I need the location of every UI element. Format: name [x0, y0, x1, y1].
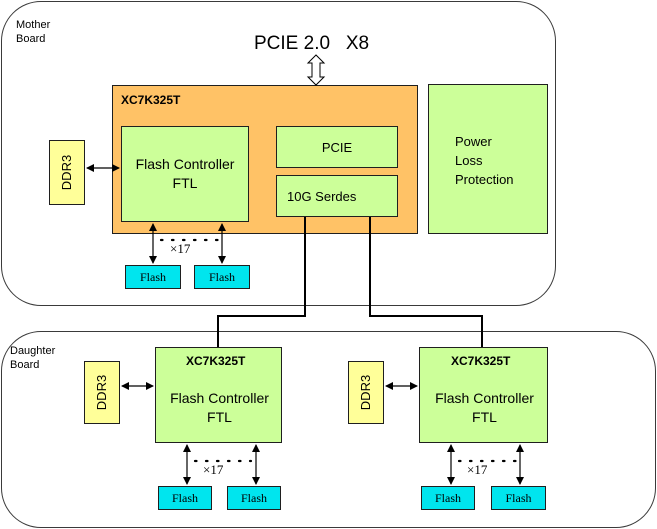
- mother-pcie-block: PCIE: [276, 126, 398, 168]
- daughter-1-flash-left: Flash: [158, 486, 212, 510]
- daughter-1-flash-multiplier: ×17: [203, 462, 224, 477]
- daughter-2-flash-right: Flash: [491, 486, 546, 510]
- daughter-ddr3-1: DDR3: [84, 361, 120, 424]
- daughter-fpga-2: XC7K325T Flash Controller FTL: [419, 347, 548, 443]
- mother-flash-right: Flash: [194, 265, 250, 289]
- pcie-bus-arrow: [306, 54, 326, 86]
- power-loss-protection-block: Power Loss Protection: [428, 84, 548, 234]
- mother-serdes-block: 10G Serdes: [276, 175, 398, 217]
- pcie-bus-label: PCIE 2.0 X8: [254, 33, 370, 54]
- daughter-2-flash-left: Flash: [421, 486, 475, 510]
- daughter-fpga-1-title: XC7K325T: [186, 354, 246, 368]
- serdes-cable-2: [369, 217, 483, 347]
- mother-serdes-label: 10G Serdes: [287, 189, 357, 204]
- daughter-fpga-2-controller: Flash Controller FTL: [435, 390, 534, 425]
- mother-ddr3: DDR3: [49, 140, 85, 205]
- daughter-1-flash-right: Flash: [227, 486, 281, 510]
- daughter-fpga-1: XC7K325T Flash Controller FTL: [155, 347, 282, 443]
- daughter-2-flash-multiplier: ×17: [467, 462, 488, 477]
- daughter-fpga-2-title: XC7K325T: [451, 354, 511, 368]
- mother-fpga-title: XC7K325T: [121, 93, 181, 107]
- serdes-cable-1: [217, 217, 306, 347]
- daughter-ddr3-2: DDR3: [348, 361, 384, 424]
- mother-flash-controller: Flash Controller FTL: [121, 126, 249, 222]
- mother-flash-left: Flash: [125, 265, 181, 289]
- power-loss-label: Power Loss Protection: [455, 134, 514, 187]
- daughter-board-label: Daughter Board: [10, 345, 56, 371]
- mother-flash-multiplier: ×17: [170, 241, 191, 256]
- mother-board-label: Mother Board: [16, 19, 51, 45]
- daughter-fpga-1-controller: Flash Controller FTL: [170, 390, 269, 425]
